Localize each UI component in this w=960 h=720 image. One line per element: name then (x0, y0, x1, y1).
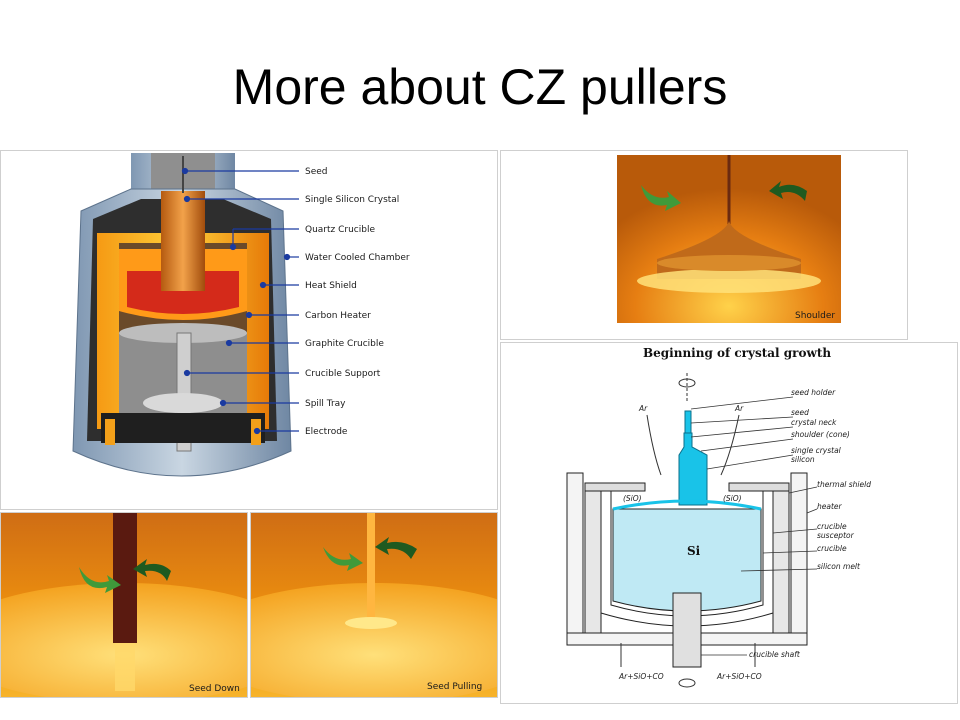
ar-left: Ar (638, 404, 648, 413)
label-shoulder-cone: shoulder (cone) (791, 430, 850, 439)
label-heater: heater (817, 502, 843, 511)
sio-left: (SiO) (623, 494, 642, 503)
cz-puller-svg: Seed Single Silicon Crystal Quartz Cruci… (72, 153, 410, 477)
rotation-arrow-left-icon (79, 567, 121, 593)
label-water-cooled-chamber: Water Cooled Chamber (305, 253, 410, 263)
label-electrode: Electrode (305, 427, 348, 437)
label-sketch-seed: seed (791, 408, 809, 417)
rotation-arrow-right-icon (375, 537, 417, 559)
crystal-ingot (161, 191, 205, 291)
seed-neck (367, 513, 375, 621)
caption-seed-down: Seed Down (189, 684, 240, 694)
seed-down-photo: Seed Down (0, 512, 248, 698)
cz-puller-diagram: Seed Single Silicon Crystal Quartz Cruci… (0, 150, 498, 510)
label-crucible-support: Crucible Support (305, 369, 381, 379)
crystal-growth-sketch: Beginning of crystal growth Ar Ar (SiO) … (500, 342, 958, 704)
rotation-arrow-left-icon (641, 185, 681, 211)
label-graphite-crucible: Graphite Crucible (305, 339, 384, 349)
flow-right: Ar+SiO+CO (716, 672, 762, 681)
label-crucible-2: crucible (817, 544, 847, 553)
label-silicon: silicon (791, 455, 815, 464)
label-crystal-neck: crystal neck (791, 418, 837, 427)
shoulder-photo: Shoulder (500, 150, 908, 340)
label-crucible-1: crucible (817, 522, 847, 531)
sketch-title: Beginning of crystal growth (643, 346, 831, 360)
rotation-arrow-right-icon (769, 181, 807, 201)
label-single-silicon-crystal: Single Silicon Crystal (305, 195, 399, 205)
label-seed: Seed (305, 167, 328, 177)
label-thermal-shield: thermal shield (817, 480, 871, 489)
label-crucible-shaft: crucible shaft (749, 650, 801, 659)
seed-rod (113, 513, 137, 643)
rotation-arrow-left-icon (323, 547, 363, 571)
label-silicon-melt: silicon melt (817, 562, 861, 571)
sio-right: (SiO) (723, 494, 742, 503)
label-heat-shield: Heat Shield (305, 281, 357, 291)
caption-seed-pulling: Seed Pulling (427, 682, 482, 692)
label-seed-holder: seed holder (791, 388, 836, 397)
label-carbon-heater: Carbon Heater (305, 311, 371, 321)
sketch-crystal (678, 432, 708, 506)
label-single-crystal: single crystal (791, 446, 842, 455)
label-susceptor: susceptor (817, 531, 855, 540)
rotation-bottom-icon (678, 678, 696, 688)
puller-labels: Seed Single Silicon Crystal Quartz Cruci… (305, 167, 410, 437)
caption-shoulder: Shoulder (795, 311, 835, 321)
si-label: Si (687, 544, 701, 558)
seed-pulling-photo: Seed Pulling (250, 512, 498, 698)
label-spill-tray: Spill Tray (305, 399, 346, 409)
rotation-top-icon (678, 378, 696, 388)
rotation-arrow-right-icon (133, 559, 171, 581)
label-leaders (181, 167, 299, 435)
ar-right: Ar (734, 404, 744, 413)
flow-left: Ar+SiO+CO (618, 672, 664, 681)
label-quartz-crucible: Quartz Crucible (305, 225, 375, 235)
slide-title: More about CZ pullers (232, 59, 728, 115)
